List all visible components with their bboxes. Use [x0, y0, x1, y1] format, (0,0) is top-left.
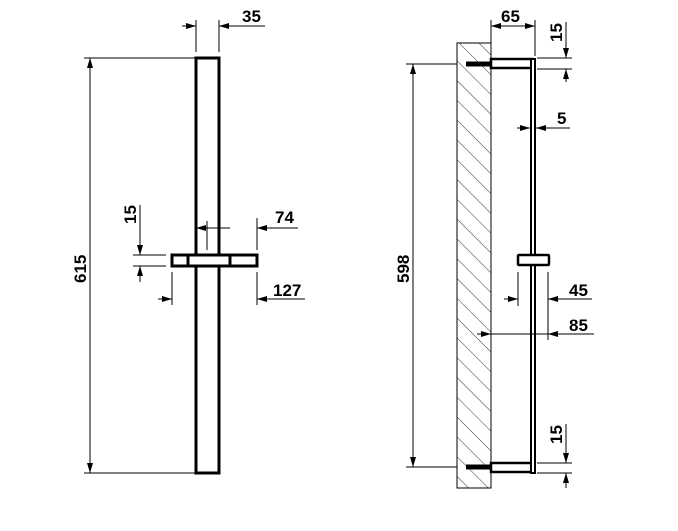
dim-slider-projection: 85: [477, 316, 594, 337]
dim-bar-width: 35: [182, 7, 265, 52]
dim-label: 598: [394, 255, 413, 283]
dim-fixing-distance: 598: [394, 63, 457, 468]
dim-slider-width: 127: [158, 272, 305, 305]
top-bracket: [489, 57, 534, 70]
dim-slider-inner-width: 74: [196, 208, 298, 250]
dim-label: 127: [273, 281, 301, 300]
dim-bracket-depth: 65: [490, 7, 536, 56]
wall-section: [456, 42, 492, 489]
dim-slider-thickness: 15: [121, 205, 166, 282]
dim-label: 615: [71, 255, 90, 283]
slider: [170, 253, 259, 268]
dim-label: 35: [242, 7, 261, 26]
dim-bar-thickness: 5: [517, 109, 570, 131]
dim-bracket-thickness-top: 15: [537, 22, 572, 82]
bottom-bracket: [489, 461, 534, 474]
dim-total-height: 615: [71, 57, 196, 474]
dim-label: 15: [121, 205, 140, 224]
dim-label: 15: [547, 425, 566, 444]
dim-label: 74: [275, 208, 294, 227]
dim-label: 85: [569, 316, 588, 335]
front-view: 35 615 15 74: [71, 7, 305, 475]
dim-label: 45: [569, 281, 588, 300]
dim-slider-depth: 45: [504, 272, 592, 340]
dim-label: 5: [557, 109, 566, 128]
dim-bracket-thickness-bottom: 15: [537, 424, 572, 488]
slider-side: [516, 253, 551, 267]
dim-label: 65: [501, 7, 520, 26]
side-view: 65 15 5 598 45: [394, 7, 594, 489]
dim-label: 15: [547, 23, 566, 42]
